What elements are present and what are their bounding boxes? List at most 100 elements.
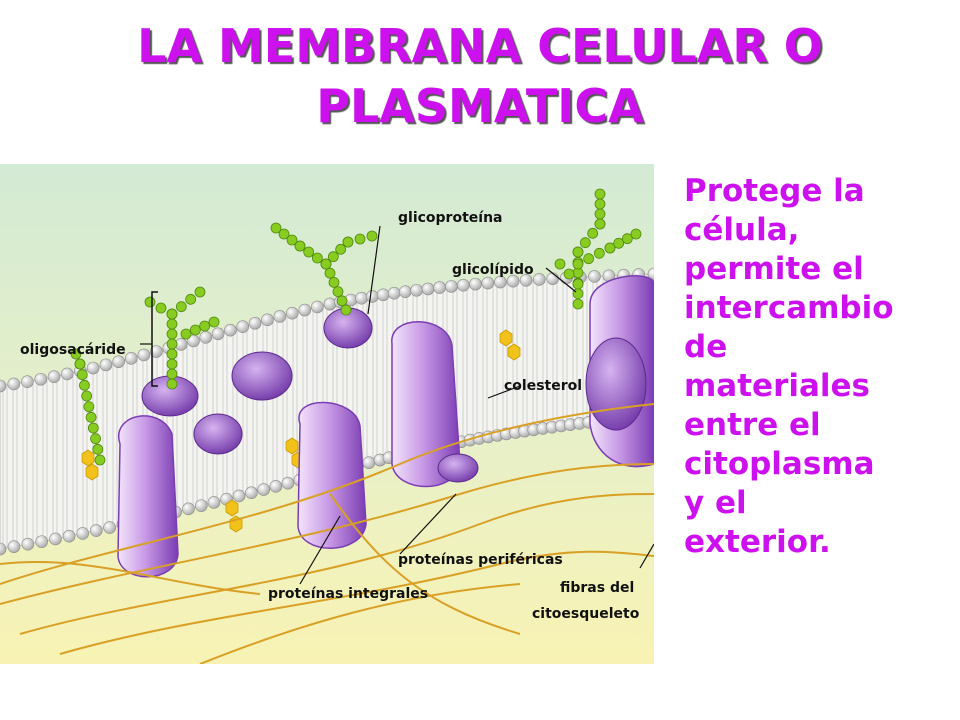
label-glycolipid: glicolípido [452, 262, 534, 278]
sugar-bead [286, 234, 298, 246]
sugar-bead [189, 324, 201, 336]
sugar-bead [87, 422, 99, 434]
phospholipid-head [34, 372, 48, 386]
phospholipid-head [236, 320, 250, 334]
phospholipid-head [112, 355, 125, 368]
description-line-7: entre el [684, 407, 821, 443]
sugar-bead [155, 302, 167, 314]
phospholipid-head [194, 499, 208, 512]
phospholipid-head [387, 286, 401, 300]
phospholipid-head [224, 323, 237, 337]
phospholipid-head [86, 361, 100, 375]
phospholipid-head [366, 290, 379, 303]
phospholipid-head [124, 352, 138, 365]
phospholipid-head [421, 282, 435, 296]
phospholipid-head [7, 377, 21, 391]
sugar-bead [311, 252, 323, 264]
phospholipid-head [49, 532, 62, 546]
phospholipid-head [285, 306, 299, 320]
sugar-bead [621, 233, 633, 245]
sugar-bead [180, 328, 192, 340]
oligosaccharide-bracket [151, 291, 158, 387]
phospholipid-head [506, 274, 520, 288]
phospholipid-head [62, 529, 76, 543]
sugar-bead [144, 296, 156, 308]
phospholipid-head [481, 276, 495, 290]
sugar-bead [185, 293, 197, 305]
sugar-bead [166, 348, 178, 360]
phospholipid-head [103, 521, 116, 534]
sugar-bead [175, 301, 187, 313]
sugar-bead [572, 278, 584, 290]
phospholipid-head [35, 535, 48, 548]
sugar-bead [166, 318, 178, 330]
label-integral-proteins: proteínas integrales [268, 586, 428, 602]
phospholipid-head [362, 456, 376, 469]
phospholipid-head [269, 480, 283, 493]
description-line-9: y el [684, 485, 747, 521]
sugar-bead [613, 237, 625, 249]
phospholipid-head [376, 288, 390, 302]
phospholipid-head [7, 540, 21, 553]
sugar-bead [572, 298, 584, 310]
phospholipid-head [311, 300, 324, 314]
sugar-bead [90, 433, 101, 445]
phospholipid-head [245, 486, 258, 500]
sugar-bead [563, 268, 575, 280]
sugar-bead [166, 328, 178, 340]
sugar-bead [303, 246, 315, 258]
phospholipid-head [433, 281, 446, 294]
phospholipid-head [76, 527, 90, 540]
sugar-bead [166, 308, 178, 320]
sugar-bead [594, 198, 606, 210]
sugar-bead [583, 253, 595, 265]
phospholipid-head [99, 358, 113, 372]
sugar-bead [294, 240, 306, 252]
phospholipid-head [445, 280, 458, 293]
sugar-bead [335, 243, 347, 255]
sugar-bead [336, 295, 348, 307]
label-cholesterol: colesterol [504, 378, 582, 394]
sugar-bead [587, 227, 599, 239]
description-line-6: materiales [684, 368, 870, 404]
label-glycoprotein: glicoproteína [398, 210, 502, 226]
phospholipid-head [89, 524, 103, 537]
sugar-bead [342, 236, 354, 248]
sugar-bead [593, 247, 605, 259]
label-leader-lines [140, 225, 654, 585]
sugar-bead [166, 358, 178, 370]
phospholipid-head [355, 291, 368, 305]
phospholipid-head [298, 303, 312, 317]
sugar-bead [70, 348, 82, 360]
sugar-bead [324, 267, 336, 279]
phospholipid-head [248, 316, 262, 330]
description-line-4: intercambio [684, 290, 894, 326]
cytoskeleton-fibers [0, 403, 654, 664]
sugar-bead [554, 258, 566, 270]
phospholipid-head [207, 496, 221, 509]
sugar-bead [83, 401, 95, 413]
sugar-bead [278, 228, 290, 240]
sugar-bead [354, 233, 366, 245]
cholesterol-molecules [81, 329, 521, 533]
sugar-bead [572, 258, 584, 270]
label-cytoskeleton-fibers-line2: citoesqueleto [532, 606, 640, 622]
sugar-bead [340, 304, 352, 316]
phospholipid-head [232, 489, 246, 503]
sugar-bead [76, 369, 88, 381]
phospholipid-head [647, 267, 654, 281]
description-line-2: célula, [684, 212, 800, 248]
carbohydrate-chains [70, 188, 642, 466]
sugar-bead [79, 379, 90, 391]
sugar-bead [328, 277, 340, 288]
phospholipid-head [137, 348, 151, 362]
sugar-bead [166, 338, 178, 350]
description-line-1: Protege la [684, 173, 865, 209]
sugar-bead [208, 316, 220, 328]
phospholipid-head [21, 375, 34, 388]
phospholipid-head [150, 345, 163, 358]
phospholipid-head [399, 285, 412, 298]
description-line-3: permite el [684, 251, 864, 287]
sugar-bead [74, 358, 86, 370]
sugar-bead [85, 411, 97, 423]
